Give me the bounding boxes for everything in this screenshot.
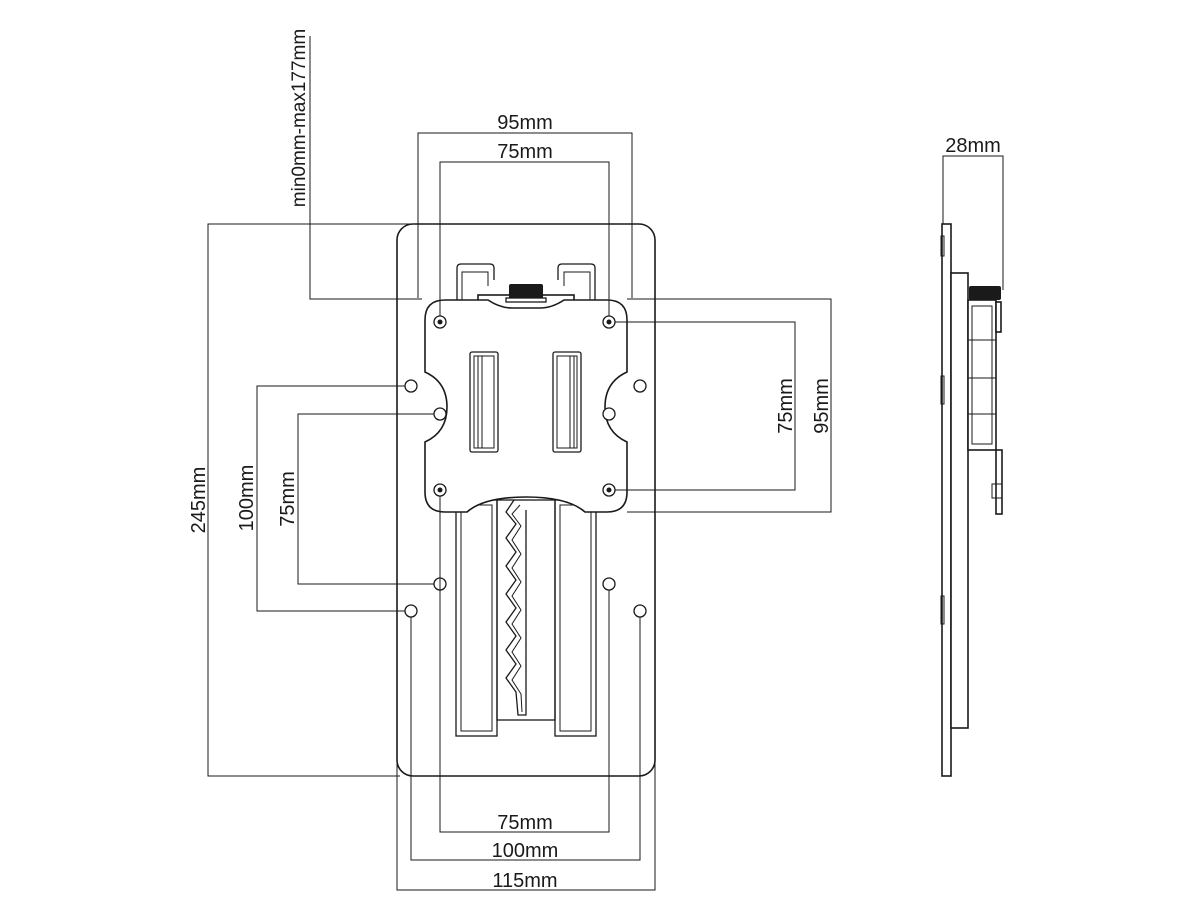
- dim-label-right-75: 75mm: [775, 378, 797, 434]
- dim-label-left-75: 75mm: [277, 471, 299, 527]
- dimension-labels: 95mm 75mm min0mm-max177mm 245mm 100mm 75…: [188, 29, 1001, 892]
- dim-label-right-95: 95mm: [811, 378, 833, 434]
- side-view: [940, 223, 1003, 777]
- dim-label-top-75: 75mm: [497, 141, 553, 163]
- dim-label-bottom-115: 115mm: [492, 870, 557, 892]
- dim-label-height-245: 245mm: [188, 467, 210, 534]
- dim-label-left-100: 100mm: [236, 465, 258, 532]
- dim-label-bottom-75: 75mm: [497, 812, 553, 834]
- adapter-slot-left: [469, 351, 499, 453]
- adjustment-knob: [505, 284, 547, 303]
- dim-label-side-28: 28mm: [945, 135, 1001, 157]
- front-view: [396, 223, 656, 777]
- dim-label-top-95: 95mm: [497, 112, 553, 134]
- adapter-holes: [433, 315, 616, 497]
- top-hook-left: [456, 263, 495, 300]
- ratchet-teeth: [505, 499, 527, 716]
- dim-label-bottom-100: 100mm: [492, 840, 559, 862]
- adapter-slot-right: [552, 351, 582, 453]
- top-hook-right: [557, 263, 596, 300]
- dimension-lines: [207, 36, 1004, 891]
- vesa-adapter-plate: [424, 299, 628, 513]
- dim-label-min-max: min0mm-max177mm: [289, 29, 310, 207]
